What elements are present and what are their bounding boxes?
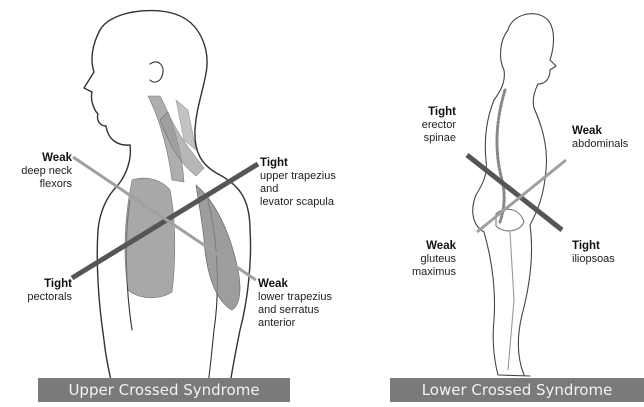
tight-upper-trapezius-label: Tight upper trapezius and levator scapul… (260, 157, 370, 209)
weak-abdominals-label: Weak abdominals (572, 125, 642, 151)
weak-lower-trapezius-label: Weak lower trapezius and serratus anteri… (258, 278, 368, 330)
tight-pectorals-label: Tight pectorals (10, 278, 72, 304)
lower-crossed-syndrome-banner: Lower Crossed Syndrome (390, 378, 644, 402)
upper-crossed-syndrome-banner: Upper Crossed Syndrome (38, 378, 290, 402)
weak-gluteus-maximus-label: Weak gluteus maximus (390, 240, 456, 279)
lower-tight-line (467, 155, 562, 230)
tight-iliopsoas-label: Tight iliopsoas (572, 240, 642, 266)
upper-chest-muscles (125, 178, 240, 310)
tight-erector-spinae-label: Tight erector spinae (390, 106, 456, 145)
weak-deep-neck-label: Weak deep neck flexors (10, 152, 72, 191)
